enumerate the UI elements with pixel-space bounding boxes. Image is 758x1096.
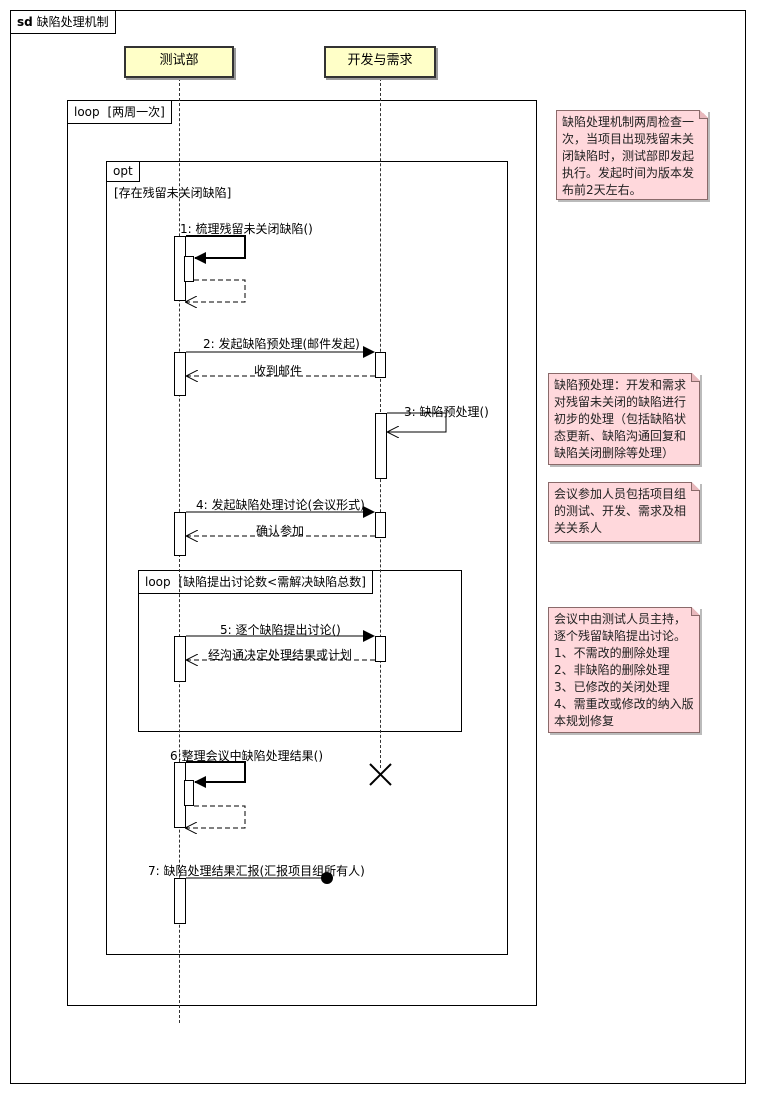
diagram-title: 缺陷处理机制 [36, 15, 109, 29]
activation-bar [375, 636, 386, 662]
activation-bar [174, 512, 186, 556]
note-preprocessing: 缺陷预处理：开发和需求对残留未关闭的缺陷进行初步的处理（包括缺陷状态更新、缺陷沟… [548, 373, 700, 465]
message-2-return-label: 收到邮件 [254, 364, 303, 378]
activation-bar [174, 352, 186, 396]
lifeline-head-test-dept[interactable]: 测试部 [124, 46, 234, 78]
message-3-arrow [387, 412, 447, 432]
inner-loop-label: loop [缺陷提出讨论数<需解决缺陷总数] [139, 571, 373, 594]
message-6-label: 6:整理会议中缺陷处理结果() [170, 749, 324, 763]
inner-loop-fragment: loop [缺陷提出讨论数<需解决缺陷总数] [138, 570, 462, 732]
lifeline-head-dev-req[interactable]: 开发与需求 [324, 46, 436, 78]
note-review-cycle: 缺陷处理机制两周检查一次，当项目出现残留未关闭缺陷时，测试部即发起执行。发起时间… [556, 110, 708, 200]
opt-guard: [存在残留未关闭缺陷] [114, 186, 232, 200]
activation-bar [375, 413, 387, 479]
message-5-return-label: 经沟通决定处理结果或计划 [208, 648, 353, 662]
message-1-label: 1: 梳理残留未关闭缺陷() [180, 222, 313, 236]
message-6-arrow [186, 761, 246, 828]
note-meeting-process: 会议中由测试人员主持，逐个残留缺陷提出讨论。 1、不需改的删除处理 2、非缺陷的… [548, 607, 700, 733]
activation-bar [174, 878, 186, 924]
outer-loop-fragment: loop [两周一次] [67, 100, 537, 1006]
opt-fragment: opt [106, 161, 508, 955]
outer-loop-label: loop [两周一次] [68, 101, 172, 124]
activation-bar [184, 780, 194, 806]
diagram-kind-keyword: sd [17, 15, 33, 29]
opt-keyword: opt [113, 164, 133, 178]
note-meeting-attendees: 会议参加人员包括项目组的测试、开发、需求及相关关系人 [548, 482, 700, 542]
outer-loop-guard: [两周一次] [107, 105, 165, 119]
message-1-arrow [186, 235, 246, 302]
activation-bar [174, 636, 186, 682]
inner-loop-guard: [缺陷提出讨论数<需解决缺陷总数] [178, 575, 366, 589]
message-4-label: 4: 发起缺陷处理讨论(会议形式) [196, 498, 365, 512]
message-2-label: 2: 发起缺陷预处理(邮件发起) [203, 337, 360, 351]
message-4-return-label: 确认参加 [256, 524, 305, 538]
outer-loop-keyword: loop [74, 105, 100, 119]
activation-bar [375, 512, 386, 538]
message-3-label: 3: 缺陷预处理() [404, 405, 489, 419]
diagram-title-tag: sd 缺陷处理机制 [11, 11, 116, 34]
inner-loop-keyword: loop [145, 575, 171, 589]
message-7-label: 7: 缺陷处理结果汇报(汇报项目组所有人) [148, 864, 365, 878]
message-5-label: 5: 逐个缺陷提出讨论() [220, 623, 341, 637]
destruction-icon [369, 763, 392, 786]
diagram-frame: sd 缺陷处理机制 [10, 10, 746, 1084]
activation-bar [184, 256, 194, 282]
message-7-arrow [186, 872, 333, 884]
activation-bar [375, 352, 386, 378]
opt-label: opt [107, 162, 140, 182]
